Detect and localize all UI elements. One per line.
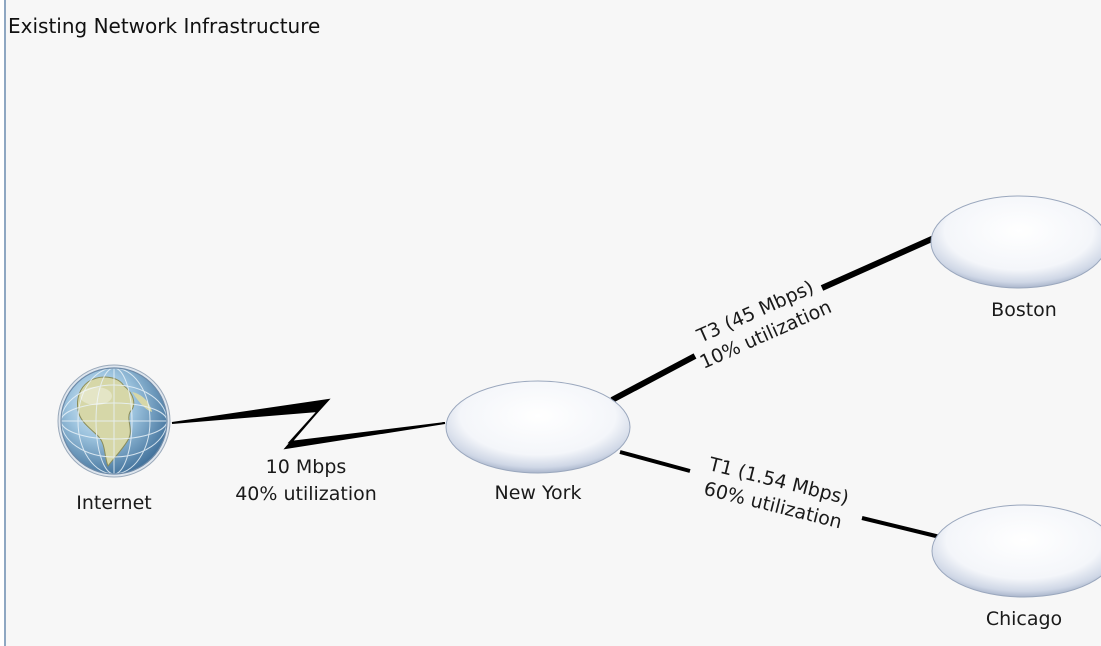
node-new-york [445,380,631,474]
link-newyork-boston-2 [820,235,936,291]
link-internet-newyork [171,398,446,450]
link-newyork-boston [610,353,697,403]
page-title: Existing Network Infrastructure [8,14,321,38]
link-newyork-chicago [619,450,691,473]
globe-icon [57,364,171,478]
node-label-new-york: New York [494,482,581,504]
diagram-canvas [4,0,1101,646]
link-label-internet-speed: 10 Mbps [266,456,347,478]
node-label-chicago: Chicago [986,608,1062,630]
node-label-internet: Internet [76,492,151,514]
node-label-boston: Boston [991,299,1057,321]
link-label-internet-utilization: 40% utilization [235,483,377,505]
link-newyork-chicago-2 [861,516,941,539]
node-boston [930,195,1101,289]
node-chicago [931,504,1101,598]
